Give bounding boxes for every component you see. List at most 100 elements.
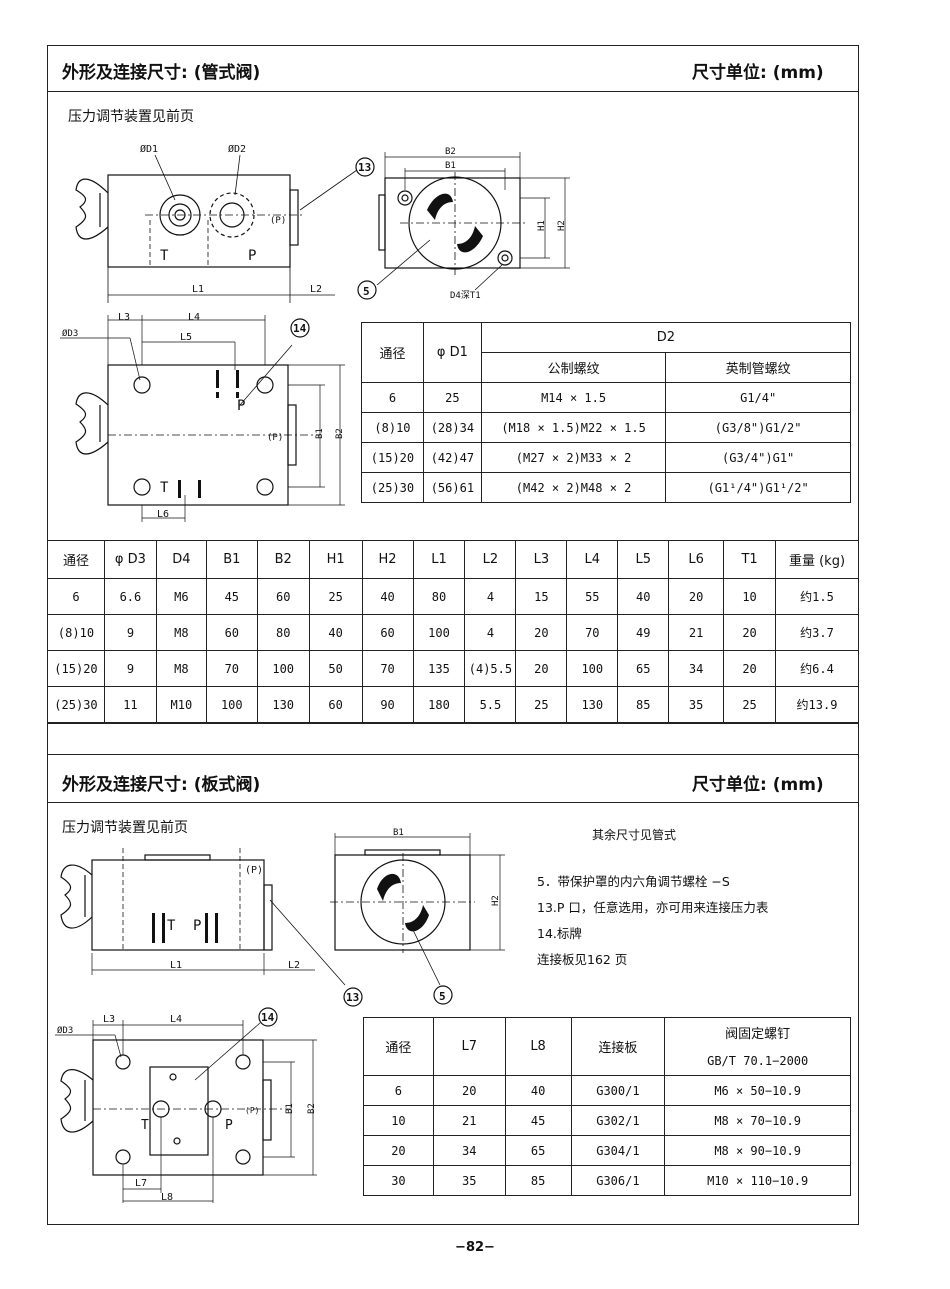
callout-5-plate: 5 xyxy=(439,990,446,1003)
table-cell: 20 xyxy=(363,1135,434,1166)
callout-14: 14 xyxy=(293,322,307,335)
legend-item-5: 5．带保护罩的内六角调节螺栓 −S xyxy=(537,874,730,889)
label-phiD1: ØD1 xyxy=(140,143,158,155)
label-H2-plate: H2 xyxy=(491,895,501,906)
table-cell: M8 × 90−10.9 xyxy=(664,1135,851,1166)
table-cell: 约3.7 xyxy=(775,614,859,651)
plate-valve-bottom-view: L3 L4 ØD3 T P (P) B1 B2 L7 L8 14 xyxy=(55,1007,317,1203)
table-cell: 20 xyxy=(432,1075,506,1106)
label-L6: L6 xyxy=(157,509,169,520)
table-cell: (4)5.5 xyxy=(464,650,517,687)
label-Pport-plate: (P) xyxy=(245,865,263,876)
pipe-valve-front-view: B2 B1 H1 H2 D4深T1 5 xyxy=(357,147,570,301)
label-B2-plate-bottom: B2 xyxy=(307,1103,317,1114)
pipe-valve-side-view: ØD1 ØD2 T P (P) L1 L2 13 xyxy=(75,143,375,303)
table-cell: 20 xyxy=(668,578,725,615)
header-plate: 连接板 xyxy=(570,1017,666,1076)
table-cell: 50 xyxy=(308,650,363,687)
table-cell: G304/1 xyxy=(570,1135,666,1166)
section2-note: 压力调节装置见前页 xyxy=(62,820,188,836)
table-cell: 34 xyxy=(432,1135,506,1166)
legend-item-14: 14.标牌 xyxy=(537,926,582,941)
table-cell: 60 xyxy=(205,614,258,651)
label-L2-plate: L2 xyxy=(288,960,300,971)
table-cell: (56)61 xyxy=(422,472,482,503)
label-Pport: (P) xyxy=(270,216,286,226)
table-cell: (M18 × 1.5)M22 × 1.5 xyxy=(480,412,667,443)
label-B1-plate-front: B1 xyxy=(393,828,404,838)
table-cell: (8)10 xyxy=(47,614,105,651)
table-row: (8)10(28)34(M18 × 1.5)M22 × 1.5(G3/8")G1… xyxy=(361,412,851,443)
table-cell: 约13.9 xyxy=(775,686,859,723)
plate-valve-side-view: T P (P) L1 L2 13 xyxy=(60,848,363,1007)
table-cell: 65 xyxy=(504,1135,572,1166)
section1-title: 外形及连接尺寸: (管式阀) xyxy=(62,63,261,83)
table-cell: 6 xyxy=(363,1075,434,1106)
table-cell: 15 xyxy=(515,578,568,615)
table-cell: 25 xyxy=(308,578,363,615)
pipe-valve-bottom-view: L3 L4 L5 ØD3 P T (P) B1 B2 L6 14 xyxy=(60,312,345,522)
header-size: 通径 xyxy=(361,322,424,383)
table-cell: (15)20 xyxy=(47,650,105,687)
header-imperial: 英制管螺纹 xyxy=(665,352,851,383)
callout-13: 13 xyxy=(358,161,371,174)
label-B2-bottom: B2 xyxy=(335,428,345,439)
table-cell: 130 xyxy=(256,686,310,723)
page-number: −82− xyxy=(455,1240,495,1255)
legend-list: 5．带保护罩的内六角调节螺栓 −S 13.P 口，任意选用，亦可用来连接压力表 … xyxy=(537,869,768,973)
table-cell: M6 × 50−10.9 xyxy=(664,1075,851,1106)
table-cell: 85 xyxy=(504,1165,572,1196)
table-cell: (G3/4")G1" xyxy=(665,442,851,473)
label-B1-plate-bottom: B1 xyxy=(285,1103,295,1114)
plate-valve-front-view: B1 H2 5 xyxy=(330,828,505,1005)
section1-note: 压力调节装置见前页 xyxy=(68,109,194,125)
table-cell: M14 × 1.5 xyxy=(480,382,667,413)
table-cell: 40 xyxy=(361,578,414,615)
table-cell: 40 xyxy=(308,614,363,651)
table-cell: 6 xyxy=(361,382,424,413)
label-phiD2: ØD2 xyxy=(228,143,246,155)
table-cell: 40 xyxy=(617,578,670,615)
table-cell: 49 xyxy=(617,614,670,651)
label-L5: L5 xyxy=(180,332,192,343)
table-cell: 4 xyxy=(464,614,517,651)
table-cell: 10 xyxy=(363,1105,434,1136)
callout-13-plate: 13 xyxy=(346,991,359,1004)
table-cell: 60 xyxy=(256,578,310,615)
table-row: (25)30(56)61(M42 × 2)M48 × 2(G1¹/4")G1¹/… xyxy=(361,472,851,503)
table-cell: 21 xyxy=(668,614,725,651)
table-cell: 25 xyxy=(723,686,777,723)
label-L1-plate: L1 xyxy=(170,960,182,971)
label-phiD3-plate: ØD3 xyxy=(57,1025,73,1036)
table-cell: 20 xyxy=(515,614,568,651)
table-header-cell: H1 xyxy=(308,540,363,579)
table-cell: 20 xyxy=(723,650,777,687)
table-cell: 9 xyxy=(103,650,157,687)
header-d1: φ D1 xyxy=(422,322,482,383)
table-cell: 6.6 xyxy=(103,578,157,615)
table-cell: (28)34 xyxy=(422,412,482,443)
table-cell: 35 xyxy=(432,1165,506,1196)
header-l7: L7 xyxy=(432,1017,506,1076)
table-header-cell: L2 xyxy=(464,540,517,579)
table-cell: M10 xyxy=(155,686,207,723)
divider xyxy=(48,754,858,755)
label-L7: L7 xyxy=(135,1178,147,1189)
label-D4T1: D4深T1 xyxy=(450,290,481,301)
table-cell: 60 xyxy=(308,686,363,723)
table-cell: (G3/8")G1/2" xyxy=(665,412,851,443)
table-header-cell: T1 xyxy=(723,540,777,579)
label-H1: H1 xyxy=(537,220,547,231)
table-cell: 85 xyxy=(617,686,670,723)
table-cell: 约1.5 xyxy=(775,578,859,615)
callout-14-plate: 14 xyxy=(261,1011,275,1024)
label-phiD3: ØD3 xyxy=(62,328,78,339)
table-cell: 35 xyxy=(668,686,725,723)
